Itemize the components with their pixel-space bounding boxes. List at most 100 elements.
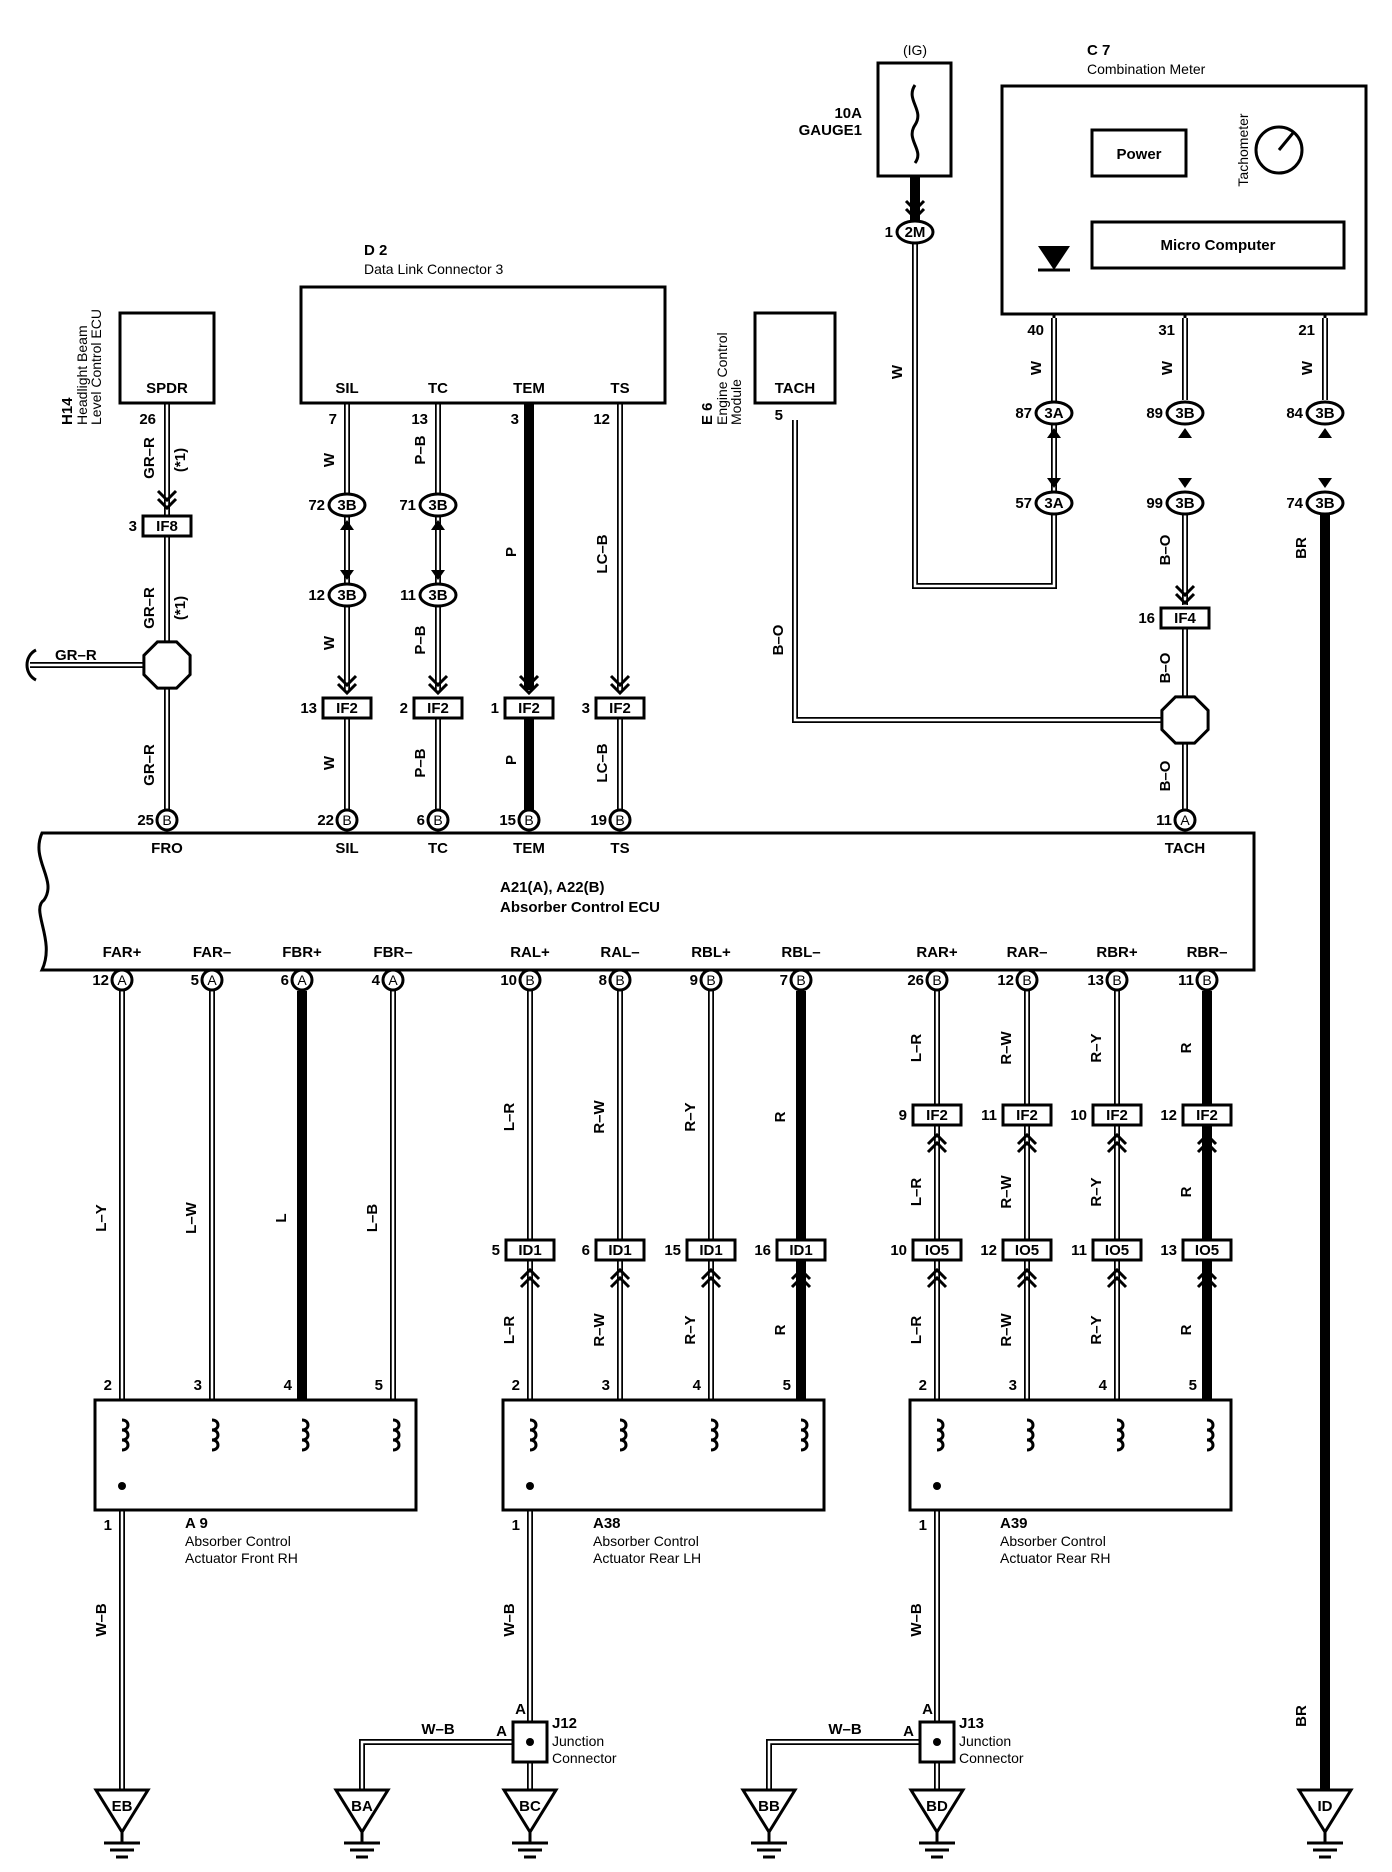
connector-pin: 3 [582,700,590,717]
arrow-down [431,570,445,580]
arrow [700,1275,722,1289]
label: J12 [552,1715,577,1732]
diode [1038,246,1070,270]
wire-color-label: P–B [412,625,429,654]
wire-color-label: P–B [412,435,429,464]
ecu-pin-letter: B [525,972,534,988]
wire-color-label: LC–B [594,534,611,573]
wire-color-label: L–R [908,1316,925,1345]
label: SIL [335,380,358,397]
label: W–B [421,1721,455,1738]
connector-code: IF4 [1174,610,1196,627]
arrow [926,1132,948,1146]
junction-dot [118,1482,126,1490]
label: J13 [959,1715,984,1732]
connector-pill [1034,400,1074,426]
arrow-up [1178,428,1192,438]
connector-pin: 99 [1146,495,1163,512]
label: Module [728,379,744,425]
ecu-pin-letter: B [615,812,624,828]
label: 5 [375,1377,383,1394]
connector-code: IF2 [518,700,540,717]
wire-color-label: (*1) [172,596,189,620]
wire-color-label: P [503,547,520,557]
label: SIL [335,840,358,857]
arrow [156,489,178,503]
arrow [518,682,540,696]
connector-pill [418,492,458,518]
connector-pin: 5 [492,1242,500,1259]
arrow [518,674,540,688]
wire-color-label: W [1299,360,1316,375]
ground-label: BD [926,1798,948,1815]
wire-color-label: R [1178,1186,1195,1197]
arrow [427,674,449,688]
connector-pin: 10 [1070,1107,1087,1124]
wire-color-label: P [503,755,520,765]
label: 3 [1009,1377,1017,1394]
absorber-ecu-box [37,831,1256,972]
label: A 9 [185,1515,208,1532]
label: Data Link Connector 3 [364,261,504,277]
label: A [922,1701,933,1718]
ecu-pin-number: 4 [372,972,381,989]
ecu-pin-number: 6 [417,812,425,829]
label: 4 [1099,1377,1108,1394]
connector-code: 3B [1175,495,1194,512]
connector-box [594,1238,646,1262]
label: 4 [284,1377,293,1394]
connector-pin: 57 [1015,495,1032,512]
label: TC [428,380,448,397]
connector-pin: 1 [491,700,499,717]
arrow [904,199,926,213]
ecu-pin-number: 12 [92,972,109,989]
label: FAR– [193,944,231,961]
label: TACH [775,380,816,397]
ecu-pin-number: 15 [499,812,516,829]
ground-label: BC [519,1798,541,1815]
connector-box [1181,1238,1233,1262]
connector-code: ID1 [789,1242,812,1259]
label: Combination Meter [1087,61,1206,77]
connector-code: IO5 [1015,1242,1039,1259]
wire-color-label: W–B [93,1603,110,1637]
connector-code: IF2 [1196,1107,1218,1124]
connector-code: IF8 [156,518,178,535]
ecu-pin-letter: B [524,812,533,828]
label: 2 [104,1377,112,1394]
connector-code: IF2 [336,700,358,717]
ecu-pin-letter: A [388,972,398,988]
ecu-pin-number: 6 [281,972,289,989]
actuator-box [93,1398,418,1512]
wire-color-label: LC–B [594,743,611,782]
connector-box [1091,1238,1143,1262]
wire-color-label: L–R [908,1034,925,1063]
arrow [519,1275,541,1289]
ecu-pin-letter: B [932,972,941,988]
label: TS [610,380,629,397]
arrow [1016,1140,1038,1154]
connector-code: ID1 [699,1242,722,1259]
label: D 2 [364,242,387,259]
arrow [1016,1267,1038,1281]
label: Actuator Front RH [185,1550,298,1566]
connector-code: IF2 [1016,1107,1038,1124]
wire-color-label: W [889,364,906,379]
connector-pin: 72 [308,497,325,514]
connector-pill [1305,400,1345,426]
arrow [1196,1140,1218,1154]
label: GAUGE1 [799,122,862,139]
ecu-pin [200,968,224,992]
ecu-pin [699,968,723,992]
dlc3-box [299,285,667,405]
connector-box [1159,606,1211,630]
wire-color-label: R [772,1111,789,1122]
arrow [904,207,926,221]
label: RAR– [1007,944,1048,961]
label: TS [610,840,629,857]
arrow-down [340,570,354,580]
wire-color-label: B–O [1157,534,1174,565]
connector-code: 3B [1315,495,1334,512]
wire-color-label: L–R [908,1178,925,1207]
